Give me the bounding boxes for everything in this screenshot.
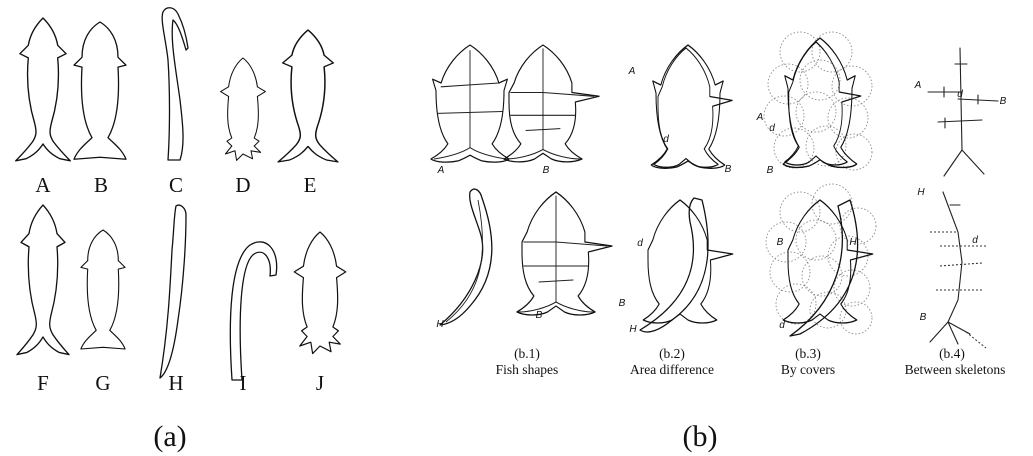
fish-shape-d (221, 58, 266, 160)
overlay-fish-b (654, 48, 732, 167)
point-label-d: d (957, 89, 963, 100)
fish-label-j: J (316, 371, 324, 395)
point-label-h: H (849, 237, 857, 248)
fish-shape-e (278, 30, 338, 162)
fish-shape-h (160, 205, 186, 378)
point-label-b-lower: B (536, 310, 543, 321)
cover-circle (796, 92, 836, 132)
point-label-b-lower: B (920, 312, 927, 323)
skeleton-branch-b (958, 95, 998, 104)
point-label-d-lower: d (779, 320, 785, 331)
skeleton-tail (930, 322, 970, 344)
big-fish-b-lower (517, 192, 612, 315)
point-label-d-lower: d (637, 238, 643, 249)
panel-a-label: (a) (153, 420, 186, 453)
fish-label-h: H (168, 371, 183, 395)
covered-fish-b-lower (783, 200, 873, 323)
point-label-a: A (756, 112, 764, 123)
worm-fish-h-line (446, 200, 483, 322)
fish-shape-c (162, 8, 188, 160)
subpanel-b1: A B H B (b.1) Fish shapes (431, 45, 612, 377)
cover-circle (812, 32, 852, 72)
fish-label-a: A (35, 173, 51, 197)
point-label-b-lower: B (777, 237, 784, 248)
cover-circle (828, 236, 868, 276)
skeleton-bottom (930, 192, 986, 348)
fish-label-e: E (304, 173, 317, 197)
fish-shape-j (294, 232, 346, 354)
subpanel-b2: A d B d B H (b.2) Area difference (619, 45, 733, 377)
subpanel-b4-caption: Between skeletons (905, 362, 1006, 377)
subpanel-b3-caption: By covers (781, 362, 835, 377)
fish-label-d: D (235, 173, 250, 197)
cover-circle (766, 222, 806, 262)
point-label-h: H (629, 324, 637, 335)
point-label-b: B (725, 164, 732, 175)
fish-label-b: B (94, 173, 108, 197)
point-label-b-lower: B (619, 298, 626, 309)
fish-label-c: C (169, 173, 183, 197)
point-label-d: d (769, 123, 775, 134)
panel-a: A B C D E F G H I J (a) (16, 8, 346, 453)
subpanel-b1-id: (b.1) (514, 346, 540, 361)
skeleton-branch (938, 118, 982, 128)
cover-circle (780, 192, 820, 232)
cover-circles-top (764, 32, 872, 170)
point-label-b: B (1000, 96, 1007, 107)
skeleton-branch-dotted (966, 332, 986, 348)
skeleton-spine (943, 192, 962, 322)
point-label-h: H (917, 187, 925, 198)
cover-circle (840, 302, 872, 334)
big-fish-b-lines (506, 49, 594, 159)
point-label-a: A (437, 165, 445, 176)
fish-shape-f (17, 205, 69, 355)
fish-shape-i (230, 242, 276, 380)
covered-worm-h (790, 200, 858, 336)
worm-fish-h (440, 189, 492, 325)
cover-circle (796, 220, 836, 260)
subpanel-b2-caption: Area difference (630, 362, 714, 377)
cover-circle (780, 32, 820, 72)
skeleton-top (928, 48, 998, 176)
fish-shape-b (74, 22, 126, 159)
point-label-d: d (663, 134, 669, 145)
big-fish-a-lines (434, 51, 505, 159)
cover-circle (828, 98, 868, 138)
fish-shape-g (81, 230, 125, 349)
subpanel-b3: A d B H B d (b.3) By covers (756, 32, 876, 377)
panel-b: A B H B (b.1) Fish shapes A d B d B H (b… (431, 32, 1007, 453)
subpanel-b4-id: (b.4) (939, 346, 965, 361)
subpanel-b2-id: (b.2) (659, 346, 685, 361)
point-label-b: B (767, 165, 774, 176)
fish-shape-a (16, 18, 71, 161)
big-fish-b-lower-lines (519, 196, 607, 312)
point-label-a: A (628, 66, 636, 77)
point-label-h: H (436, 319, 444, 330)
overlay-fish-a (651, 45, 725, 168)
subpanel-b4: A d B H d B (b.4) Between skeletons (905, 48, 1007, 377)
point-label-d-lower: d (972, 235, 978, 246)
cover-circles-bottom (766, 184, 876, 334)
fish-label-g: G (95, 371, 110, 395)
skeleton-tail (944, 150, 984, 176)
fish-label-f: F (37, 371, 49, 395)
point-label-b: B (543, 165, 550, 176)
point-label-a: A (914, 80, 922, 91)
subpanel-b3-id: (b.3) (795, 346, 821, 361)
fish-label-i: I (240, 371, 247, 395)
covered-fish-b (785, 42, 861, 165)
big-fish-b (504, 45, 599, 162)
subpanel-b1-caption: Fish shapes (496, 362, 559, 377)
skeleton-branch-dotted (940, 263, 982, 266)
panel-b-label: (b) (683, 420, 718, 453)
